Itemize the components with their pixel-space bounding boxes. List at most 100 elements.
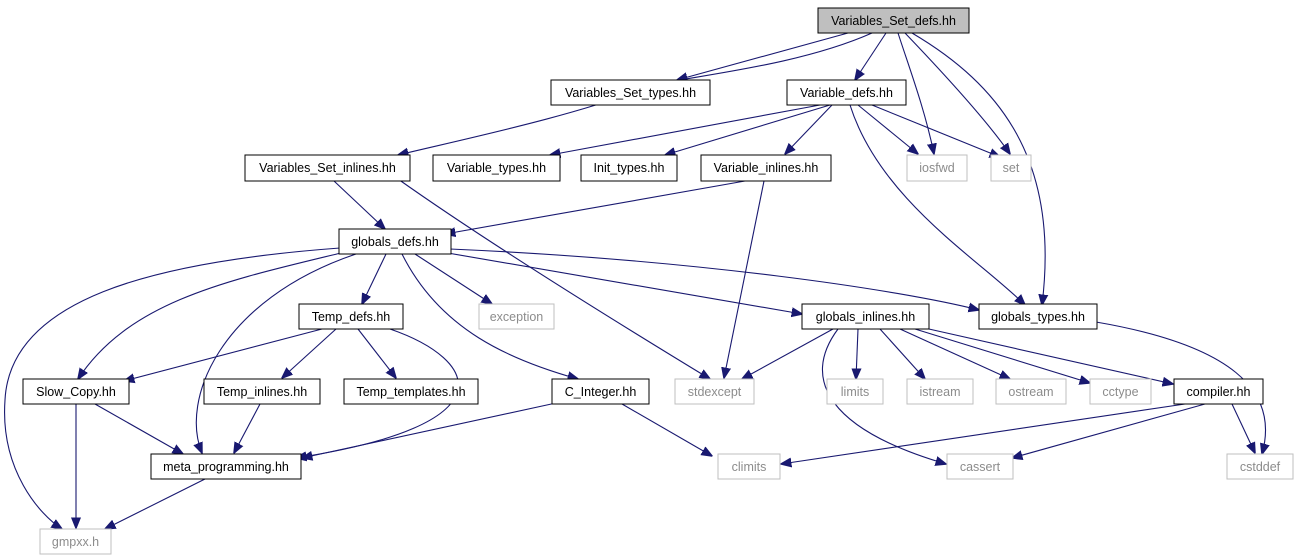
svg-text:compiler.hh: compiler.hh <box>1187 385 1251 399</box>
svg-text:globals_defs.hh: globals_defs.hh <box>351 235 439 249</box>
edge-sc-mp <box>94 403 183 454</box>
edge-gi-cctype <box>914 328 1090 383</box>
edge-gi-comp <box>919 326 1173 384</box>
edge-vd-vi <box>785 104 833 154</box>
node-variables-set-defs[interactable]: Variables_Set_defs.hh <box>817 7 970 34</box>
edge-td-sc <box>124 328 323 381</box>
node-exception[interactable]: exception <box>478 303 555 330</box>
node-cctype[interactable]: cctype <box>1089 378 1152 405</box>
node-globals-defs[interactable]: globals_defs.hh <box>338 228 452 255</box>
edge-gd-td <box>362 253 387 304</box>
edge-vd-it <box>665 104 831 155</box>
svg-text:Slow_Copy.hh: Slow_Copy.hh <box>36 385 116 399</box>
edge-vsd-vst <box>677 32 849 80</box>
edge-ci-climits <box>621 403 712 456</box>
svg-text:Variable_types.hh: Variable_types.hh <box>447 161 546 175</box>
edge-gt-cstddef <box>1095 321 1266 454</box>
edge-gd-mp <box>196 253 357 453</box>
node-climits[interactable]: climits <box>717 453 781 480</box>
edge-gd-exc <box>414 253 492 304</box>
svg-text:stdexcept: stdexcept <box>688 385 742 399</box>
node-variable-types[interactable]: Variable_types.hh <box>432 154 561 182</box>
edge-td-ti <box>282 328 337 378</box>
svg-text:globals_types.hh: globals_types.hh <box>991 310 1085 324</box>
svg-text:meta_programming.hh: meta_programming.hh <box>163 460 289 474</box>
edge-vsd-set <box>904 32 1010 154</box>
edge-vd-iosfwd <box>857 104 918 154</box>
edge-gi-limits <box>856 328 858 379</box>
edge-gi-ostream <box>899 328 1010 379</box>
node-temp-templates[interactable]: Temp_templates.hh <box>343 378 479 405</box>
edge-gd-gi <box>441 251 802 314</box>
edge-vsi-gd <box>333 180 385 229</box>
edge-td-tt <box>357 328 396 378</box>
svg-text:exception: exception <box>490 310 544 324</box>
svg-text:Init_types.hh: Init_types.hh <box>594 161 665 175</box>
edge-vd-set <box>871 104 1000 157</box>
svg-text:globals_inlines.hh: globals_inlines.hh <box>816 310 915 324</box>
node-cstddef[interactable]: cstddef <box>1226 453 1294 480</box>
node-iosfwd[interactable]: iosfwd <box>906 154 968 182</box>
svg-text:Temp_defs.hh: Temp_defs.hh <box>312 310 391 324</box>
edge-vsd-gt <box>911 32 1045 305</box>
edge-vi-stdexc <box>724 180 765 378</box>
node-stdexcept[interactable]: stdexcept <box>674 378 755 405</box>
header-nodes: Variables_Set_defs.hh Variables_Set_type… <box>22 7 1294 555</box>
node-meta-programming[interactable]: meta_programming.hh <box>150 453 302 480</box>
node-globals-types[interactable]: globals_types.hh <box>978 303 1098 330</box>
svg-text:istream: istream <box>920 385 961 399</box>
svg-text:gmpxx.h: gmpxx.h <box>52 535 99 549</box>
svg-text:climits: climits <box>732 460 767 474</box>
node-c-integer[interactable]: C_Integer.hh <box>551 378 650 405</box>
edge-comp-cassert <box>1012 403 1206 458</box>
svg-text:Variables_Set_inlines.hh: Variables_Set_inlines.hh <box>259 161 396 175</box>
node-limits[interactable]: limits <box>826 378 884 405</box>
edge-vi-gd <box>445 180 746 234</box>
node-ostream[interactable]: ostream <box>995 378 1067 405</box>
edge-gd-sc <box>78 251 346 379</box>
dependency-edges <box>4 32 1266 529</box>
edge-vd-vt <box>550 104 821 155</box>
node-temp-inlines[interactable]: Temp_inlines.hh <box>203 378 321 405</box>
svg-text:cstddef: cstddef <box>1240 460 1281 474</box>
node-globals-inlines[interactable]: globals_inlines.hh <box>801 303 930 330</box>
svg-text:Variables_Set_types.hh: Variables_Set_types.hh <box>565 86 696 100</box>
edge-comp-climits <box>781 403 1186 464</box>
svg-text:Variable_inlines.hh: Variable_inlines.hh <box>714 161 819 175</box>
svg-text:cassert: cassert <box>960 460 1001 474</box>
edge-gd-ci <box>401 253 578 379</box>
edge-comp-cstddef <box>1231 403 1255 453</box>
edge-vsd-iosfwd <box>897 32 934 154</box>
node-set[interactable]: set <box>990 154 1032 182</box>
svg-text:cctype: cctype <box>1102 385 1138 399</box>
svg-text:Variable_defs.hh: Variable_defs.hh <box>800 86 893 100</box>
node-variables-set-types[interactable]: Variables_Set_types.hh <box>550 79 711 106</box>
node-variables-set-inlines[interactable]: Variables_Set_inlines.hh <box>244 154 411 182</box>
node-init-types[interactable]: Init_types.hh <box>580 154 678 182</box>
svg-text:set: set <box>1003 161 1020 175</box>
edge-vsi-stdexc <box>397 178 710 379</box>
node-cassert[interactable]: cassert <box>946 453 1014 480</box>
svg-text:limits: limits <box>841 385 869 399</box>
edge-mp-gmp <box>105 478 206 529</box>
node-istream[interactable]: istream <box>906 378 974 405</box>
node-slow-copy[interactable]: Slow_Copy.hh <box>22 378 130 405</box>
node-variable-defs[interactable]: Variable_defs.hh <box>786 79 907 106</box>
edge-vsd-vd <box>855 32 887 80</box>
svg-text:Variables_Set_defs.hh: Variables_Set_defs.hh <box>831 14 956 28</box>
node-temp-defs[interactable]: Temp_defs.hh <box>298 303 404 330</box>
edge-gi-stdexc <box>742 328 834 379</box>
node-compiler[interactable]: compiler.hh <box>1173 378 1264 405</box>
svg-text:C_Integer.hh: C_Integer.hh <box>565 385 637 399</box>
edge-vd-gt <box>849 104 1025 305</box>
edge-ci-mp <box>302 402 557 458</box>
svg-text:iosfwd: iosfwd <box>919 161 954 175</box>
svg-text:Temp_templates.hh: Temp_templates.hh <box>356 385 465 399</box>
svg-text:ostream: ostream <box>1008 385 1053 399</box>
node-gmpxx[interactable]: gmpxx.h <box>39 528 112 555</box>
edge-ti-mp <box>234 403 261 453</box>
node-variable-inlines[interactable]: Variable_inlines.hh <box>700 154 832 182</box>
edge-gi-istream <box>879 328 925 379</box>
svg-text:Temp_inlines.hh: Temp_inlines.hh <box>217 385 307 399</box>
